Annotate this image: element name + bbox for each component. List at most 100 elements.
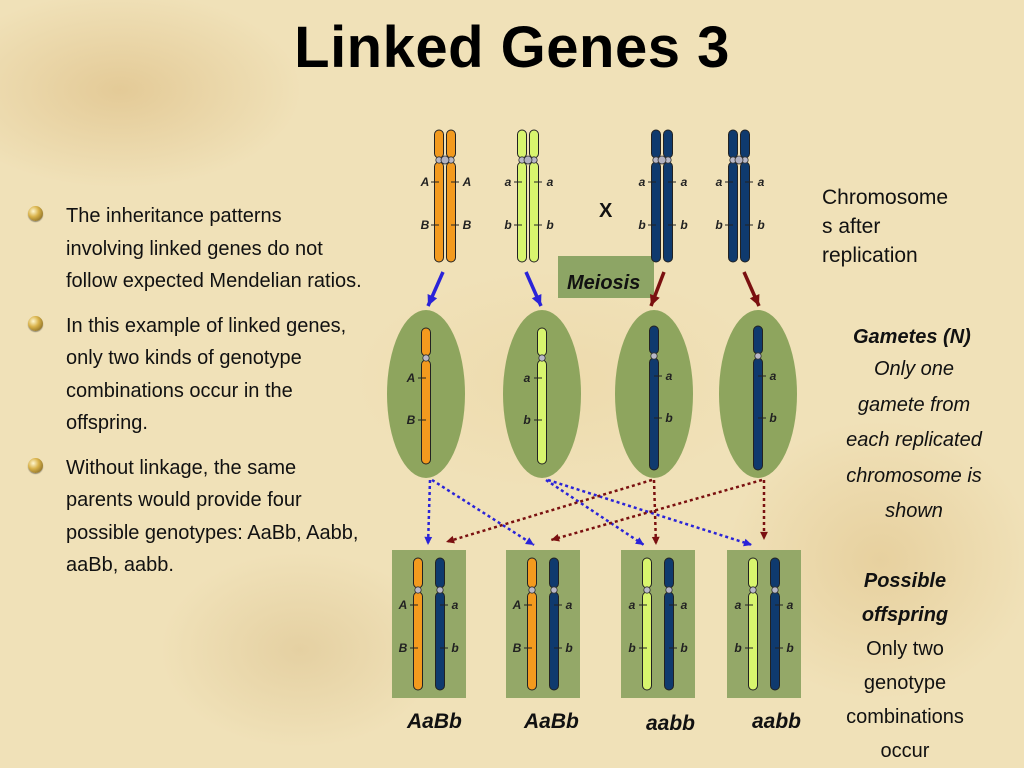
allele-label: a — [452, 598, 459, 612]
centromere — [414, 586, 422, 594]
gamete-cell — [615, 310, 693, 478]
allele-label: a — [758, 175, 765, 189]
note-line: Chromosome — [822, 186, 949, 209]
chromatid-arm — [664, 557, 674, 589]
chromatid-arm — [517, 161, 527, 263]
allele-label: a — [681, 175, 688, 189]
meiosis-label: Meiosis — [567, 272, 641, 294]
chromatid-arm — [537, 327, 547, 357]
offspring-genotype-label: AaBb — [407, 710, 462, 733]
allele-label: A — [420, 175, 430, 189]
allele-label: b — [565, 641, 572, 655]
chromatid-arm — [549, 557, 559, 589]
bullet-icon — [28, 457, 43, 473]
arrowhead — [424, 536, 433, 545]
offspring-cell — [727, 550, 801, 698]
allele-label: a — [681, 598, 688, 612]
centromere — [518, 156, 526, 164]
chromatid-arm — [663, 129, 673, 159]
chromatid-arm — [413, 591, 423, 691]
arrowhead — [446, 535, 455, 544]
allele-label: a — [735, 598, 742, 612]
allele-label: b — [451, 641, 458, 655]
allele-label: b — [680, 218, 687, 232]
meiosis-arrow — [426, 271, 445, 307]
bullet-text: Without linkage, the same parents would … — [66, 456, 359, 577]
allele-label: a — [770, 369, 777, 383]
note-line: chromosome is — [846, 464, 982, 487]
meiosis-box — [558, 256, 654, 298]
allele-label: b — [715, 218, 722, 232]
centromere — [447, 156, 455, 164]
chromatid-arm — [651, 129, 661, 159]
chromatid-arm — [446, 161, 456, 263]
chromatid-arm — [529, 161, 539, 263]
dotted-arrow — [547, 478, 753, 547]
centromere — [665, 586, 673, 594]
chromosomes-note: Chromosome s after replication — [822, 183, 948, 270]
offspring-note: Possible offspring Only two genotype com… — [815, 564, 995, 768]
allele-label: b — [628, 641, 635, 655]
chromatid-arm — [421, 327, 431, 357]
chromatid-arm — [642, 591, 652, 691]
chromatid-arm — [748, 557, 758, 589]
offspring-cell — [506, 550, 580, 698]
gamete-cell — [719, 310, 797, 478]
arrowhead — [551, 534, 560, 542]
centromere — [664, 156, 672, 164]
centromere — [528, 586, 536, 594]
centromere — [657, 155, 667, 165]
note-line: shown — [885, 500, 943, 522]
bullet-item: The inheritance patterns involving linke… — [28, 200, 363, 298]
offspring-genotype-label: aabb — [646, 712, 696, 735]
allele-label: a — [524, 371, 531, 385]
bullet-item: Without linkage, the same parents would … — [28, 452, 363, 582]
centromere — [729, 156, 737, 164]
allele-label: B — [399, 641, 408, 655]
chromatid-arm — [435, 591, 445, 691]
gamete-cell — [503, 310, 581, 478]
chromatid-arm — [649, 357, 659, 471]
gametes-heading: Gametes (N) — [853, 326, 971, 348]
bullet-icon — [28, 315, 43, 331]
chromatid-arm — [527, 591, 537, 691]
centromere — [741, 156, 749, 164]
centromere — [530, 156, 538, 164]
note-line: Only one — [873, 358, 955, 380]
gamete-cell — [387, 310, 465, 478]
chromatid-arm — [753, 357, 763, 471]
allele-label: A — [406, 371, 416, 385]
allele-label: B — [513, 641, 522, 655]
allele-label: b — [504, 218, 511, 232]
allele-label: a — [666, 369, 673, 383]
chromatid-arm — [649, 325, 659, 355]
allele-label: a — [639, 175, 646, 189]
slide-title: Linked Genes 3 — [294, 15, 730, 80]
centromere — [650, 352, 658, 360]
arrowhead — [525, 537, 534, 545]
centromere — [440, 155, 450, 165]
gametes-note: Only one gamete from each replicated chr… — [820, 352, 1008, 530]
arrowhead — [749, 294, 760, 306]
allele-label: B — [463, 218, 472, 232]
chromatid-arm — [748, 591, 758, 691]
centromere — [643, 586, 651, 594]
allele-label: b — [786, 641, 793, 655]
centromere — [754, 352, 762, 360]
dotted-arrow — [652, 479, 658, 546]
centromere — [523, 155, 533, 165]
allele-label: b — [680, 641, 687, 655]
note-line: genotype — [863, 672, 947, 694]
chromatid-arm — [446, 129, 456, 159]
chromatid-arm — [770, 591, 780, 691]
offspring-genotype-label: aabb — [752, 710, 802, 733]
offspring-genotype-label: AaBb — [524, 710, 579, 733]
chromatid-arm — [740, 129, 750, 159]
centromere — [749, 586, 757, 594]
note-line: Only two — [866, 638, 944, 660]
allele-label: B — [421, 218, 430, 232]
chromatid-arm — [517, 129, 527, 159]
allele-label: b — [757, 218, 764, 232]
chromatid-arm — [537, 359, 547, 465]
chromatid-arm — [527, 557, 537, 589]
